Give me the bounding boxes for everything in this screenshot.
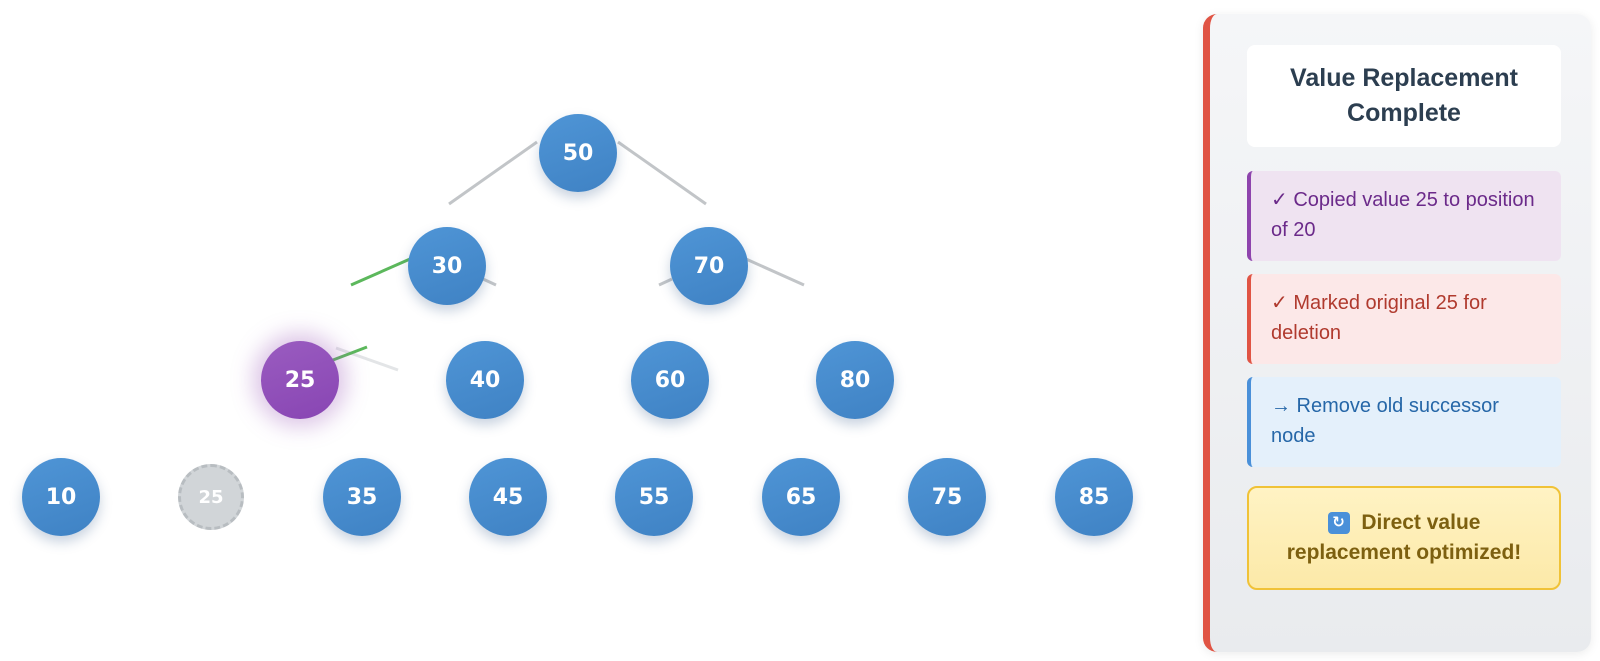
node-l2-2: 60 [631,341,709,419]
node-root: 50 [539,114,617,192]
node-ghost: 25 [178,464,244,530]
optimization-banner: ↻ Direct value replacement optimized! [1247,486,1561,590]
bst-tree: 50 30 70 25 40 60 80 10 25 35 45 55 65 7… [22,114,1133,536]
edge-70-left [658,277,673,287]
edge-30-right [482,277,497,287]
tree-edges [332,140,805,372]
step-marked: ✓ Marked original 25 for deletion [1247,274,1561,364]
node-l3-0: 10 [22,458,100,536]
info-panel: Value Replacement Complete ✓ Copied valu… [1203,14,1591,652]
edge-50-30 [448,140,538,206]
edge-25-right-faded [335,346,399,372]
node-l2-3: 80 [816,341,894,419]
banner-text: Direct value replacement optimized! [1286,510,1522,564]
node-l3-3: 45 [469,458,547,536]
edge-30-left [350,257,411,287]
node-l3-7: 85 [1055,458,1133,536]
node-l3-6: 75 [908,458,986,536]
node-l3-2: 35 [323,458,401,536]
node-l3-5: 65 [762,458,840,536]
node-l1-1: 70 [670,227,748,305]
refresh-icon: ↻ [1327,512,1350,535]
step-remove: → Remove old successor node [1247,377,1561,467]
edge-25-highlight [332,345,368,362]
node-l1-0: 30 [408,227,486,305]
edge-70-right [745,257,805,287]
panel-title: Value Replacement Complete [1247,45,1561,147]
node-l2-1: 40 [446,341,524,419]
edge-50-70 [617,140,707,206]
step-copied: ✓ Copied value 25 to position of 20 [1247,171,1561,261]
node-l3-4: 55 [615,458,693,536]
node-replaced: 25 [261,341,339,419]
